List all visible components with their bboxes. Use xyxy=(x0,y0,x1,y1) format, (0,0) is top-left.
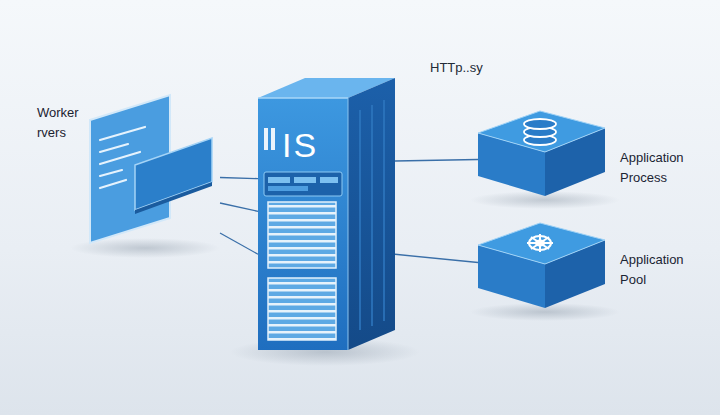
tower-edge xyxy=(258,97,348,99)
doc-line xyxy=(100,170,122,176)
component-label: HTTp..sy xyxy=(430,60,483,75)
doc-line xyxy=(100,144,128,152)
application-slab: Application Process xyxy=(478,110,700,200)
tower-edge xyxy=(348,98,349,350)
tower-grill xyxy=(268,202,336,268)
tower-title: IS xyxy=(282,128,318,162)
node-label: Application Process xyxy=(620,148,684,188)
connector-line xyxy=(220,233,258,254)
tower-badge xyxy=(271,128,275,150)
process-slab xyxy=(478,111,605,196)
connector-line xyxy=(220,178,258,179)
side-line xyxy=(383,100,385,321)
gear-spoke xyxy=(531,237,549,249)
tower-slot-panel xyxy=(264,172,342,196)
worker-panel: Worker rvers xyxy=(30,95,220,245)
tower-slot xyxy=(268,177,290,183)
gear-icon xyxy=(527,234,553,252)
tower-slot xyxy=(268,186,308,191)
database-icon xyxy=(524,119,556,145)
front-panel-edge xyxy=(135,182,212,214)
tower-grill xyxy=(268,278,336,340)
server-tower-illustration xyxy=(258,78,395,350)
tower-slot xyxy=(320,177,338,183)
worker-panel-icon xyxy=(90,95,212,243)
connector-line xyxy=(220,203,258,211)
doc-line xyxy=(100,127,145,140)
node-label: Worker rvers xyxy=(37,103,79,143)
node-label: Application Pool xyxy=(620,250,684,290)
slab-top xyxy=(478,223,605,264)
connector-line xyxy=(395,160,478,162)
tower-front xyxy=(258,98,348,350)
tower-side xyxy=(348,78,395,350)
server-tower: IS xyxy=(258,98,395,350)
tower-side-lines xyxy=(360,100,384,330)
application-slab: Application Pool xyxy=(478,220,700,305)
side-line xyxy=(359,110,361,330)
side-line xyxy=(371,105,373,326)
doc-line xyxy=(100,152,140,164)
slab-top xyxy=(478,111,605,152)
pool-slab xyxy=(478,223,605,308)
connector-line xyxy=(395,254,478,262)
gear-spoke xyxy=(531,237,549,249)
disk xyxy=(524,119,556,129)
tower-badge xyxy=(264,128,268,150)
tower-slot xyxy=(294,177,316,183)
doc-line xyxy=(100,180,126,188)
